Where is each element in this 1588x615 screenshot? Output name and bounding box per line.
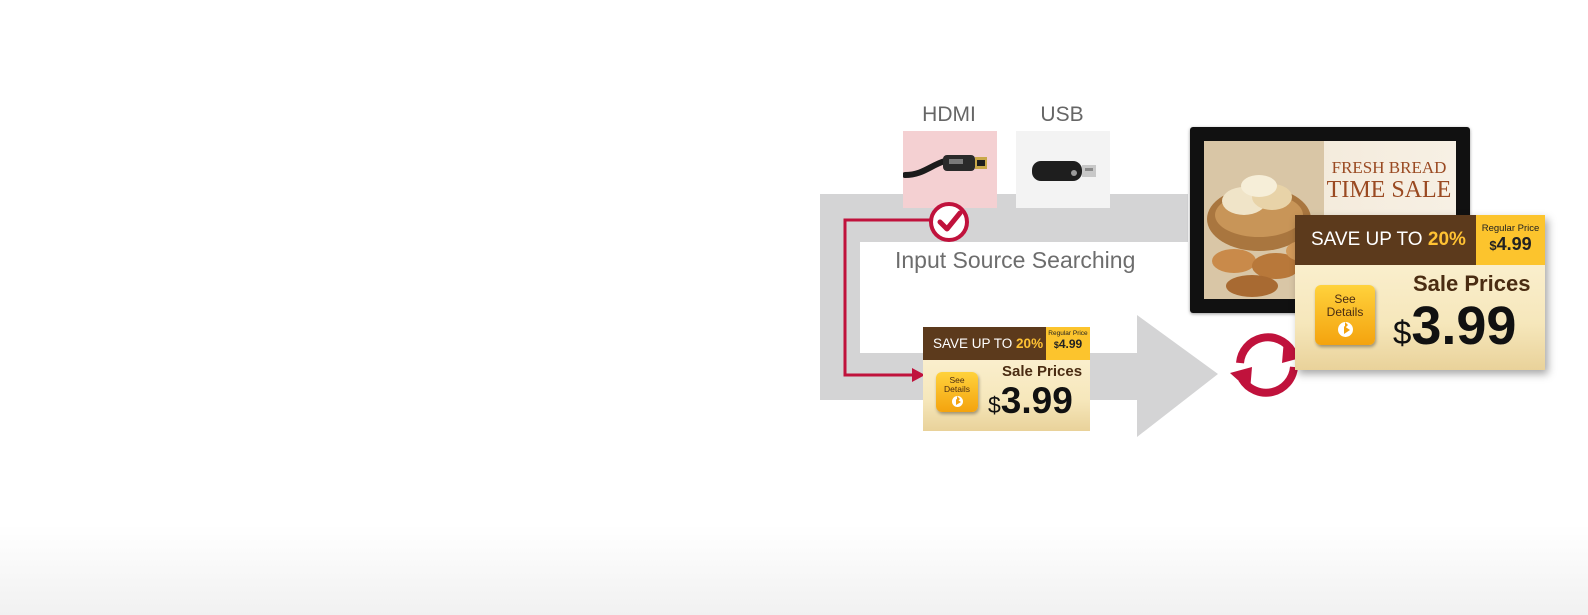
big-price-value: 3.99 <box>1411 296 1517 356</box>
small-price-currency: $ <box>988 392 1001 418</box>
big-card-save-pct: 20% <box>1427 229 1466 250</box>
small-price-value: 3.99 <box>1000 380 1073 421</box>
small-card-save-text: SAVE UP TO <box>933 336 1017 351</box>
big-card-regular-price: Regular Price $4.99 <box>1476 215 1545 265</box>
usb-stick-icon <box>1032 161 1096 181</box>
display-headline-2: TIME SALE <box>1326 177 1452 203</box>
big-price-currency: $ <box>1393 314 1412 351</box>
flow-caption: Input Source Searching <box>895 247 1136 273</box>
hdmi-label: HDMI <box>922 103 976 126</box>
big-card-regular-value: 4.99 <box>1496 234 1532 254</box>
small-see-label: See <box>949 375 965 385</box>
play-triangle-icon <box>955 399 961 405</box>
big-card-regular-title: Regular Price <box>1481 223 1540 234</box>
big-card-regular-currency: $ <box>1489 238 1497 253</box>
small-see-details-button[interactable]: See Details <box>936 372 978 412</box>
hdmi-source-tile[interactable] <box>902 131 997 208</box>
small-card-save-pct: 20% <box>1016 336 1044 351</box>
routing-arrowhead <box>912 368 925 382</box>
small-sale-card: SAVE UP TO 20% Regular Price $4.99 See D… <box>923 327 1090 431</box>
small-card-regular-currency: $ <box>1053 340 1059 350</box>
big-card-save-text: SAVE UP TO <box>1311 229 1428 250</box>
small-card-regular-price: Regular Price $4.99 <box>1046 327 1090 360</box>
hdmi-cable-icon <box>902 155 987 178</box>
display-headline-1: FRESH BREAD <box>1331 158 1447 177</box>
small-sale-price: $3.99 <box>988 379 1073 427</box>
small-sale-prices-title: Sale Prices <box>1002 363 1083 380</box>
big-sale-prices-title: Sale Prices <box>1413 271 1531 296</box>
usb-source-tile[interactable] <box>1016 131 1110 208</box>
usb-label: USB <box>1040 103 1084 126</box>
check-circle-icon <box>929 202 969 242</box>
small-card-banner: SAVE UP TO 20% <box>923 327 1046 360</box>
small-details-label: Details <box>944 384 970 394</box>
big-sale-price: $3.99 <box>1393 293 1516 366</box>
small-card-regular-value: 4.99 <box>1058 337 1083 351</box>
routing-line <box>843 218 938 377</box>
big-play-icon <box>1337 322 1353 337</box>
small-card-regular-title: Regular Price <box>1048 330 1088 337</box>
big-card-banner: SAVE UP TO 20% <box>1295 215 1476 265</box>
big-see-details-button[interactable]: See Details <box>1315 285 1375 345</box>
bread-basket-image <box>1204 141 1324 299</box>
small-play-icon <box>951 396 963 407</box>
play-triangle-icon <box>1343 326 1350 334</box>
big-sale-card: SAVE UP TO 20% Regular Price $4.99 See D… <box>1295 215 1545 370</box>
big-see-label: See <box>1334 292 1356 306</box>
big-details-label: Details <box>1326 305 1364 319</box>
